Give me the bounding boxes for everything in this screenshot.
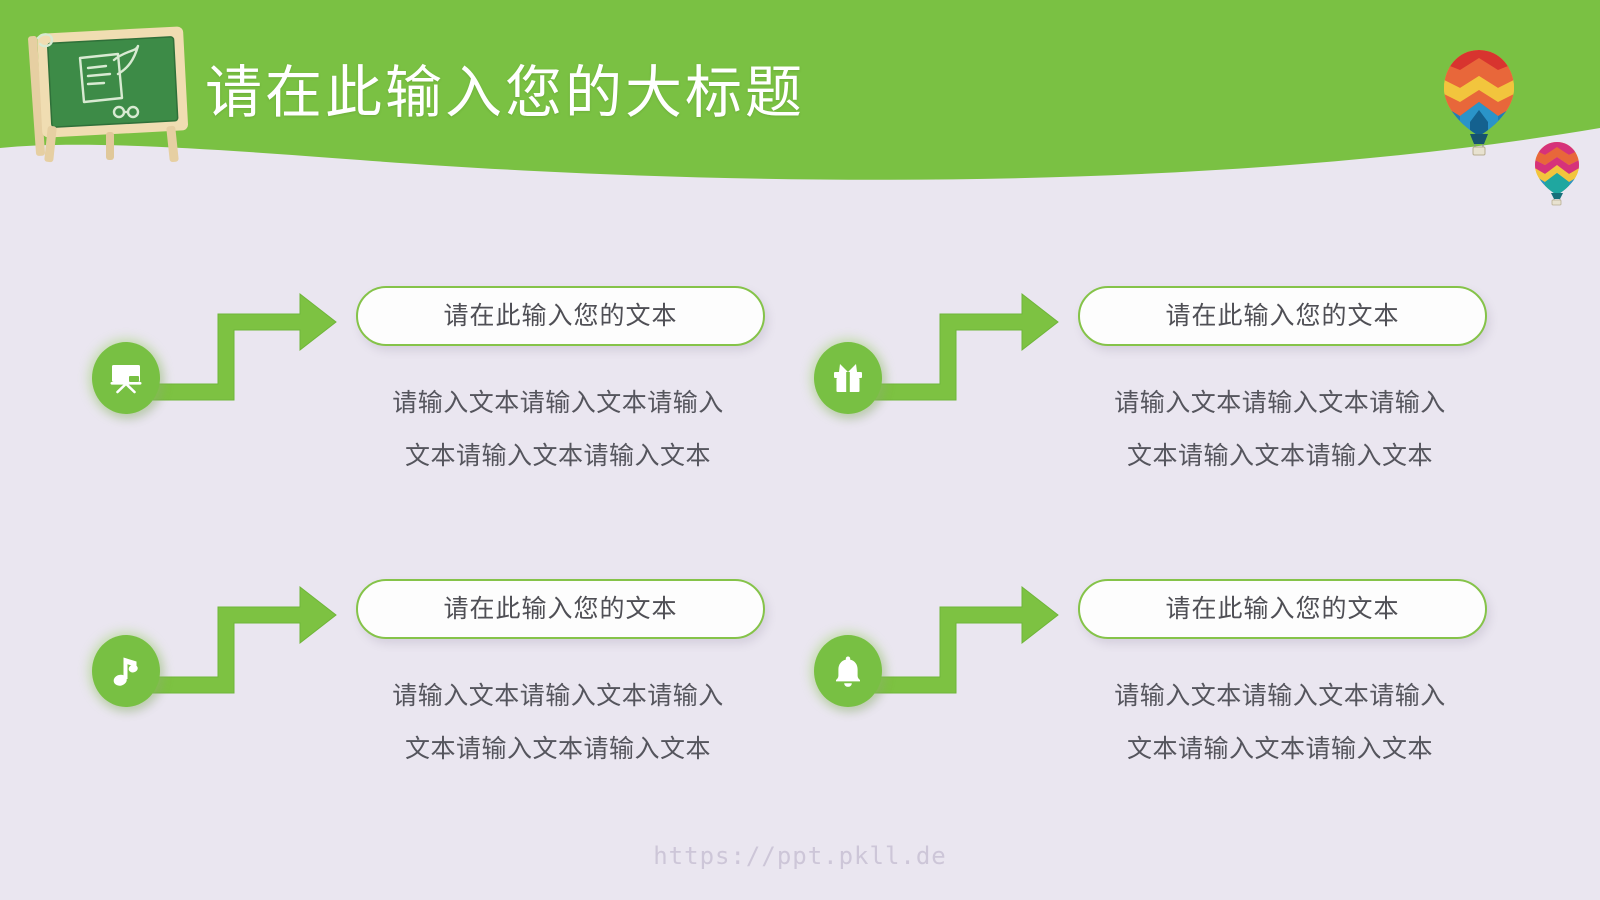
step-arrow-icon	[150, 573, 340, 708]
heading-text: 请在此输入您的文本	[1165, 595, 1400, 623]
body-text: 请输入文本请输入文本请输入 文本请输入文本请输入文本	[343, 377, 773, 483]
gift-box-icon[interactable]	[814, 342, 882, 414]
body-line: 文本请输入文本请输入文本	[404, 442, 711, 470]
heading-pill[interactable]: 请在此输入您的文本	[1078, 579, 1487, 639]
page-title: 请在此输入您的大标题	[205, 61, 805, 125]
step-arrow-icon	[872, 573, 1062, 708]
content-block: 请在此输入您的文本 请输入文本请输入文本请输入 文本请输入文本请输入文本	[810, 272, 1510, 532]
content-block: 请在此输入您的文本 请输入文本请输入文本请输入 文本请输入文本请输入文本	[88, 565, 788, 825]
heading-pill[interactable]: 请在此输入您的文本	[1078, 286, 1487, 346]
body-line: 请输入文本请输入文本请输入	[1114, 682, 1446, 710]
header-band	[0, 0, 1600, 200]
step-arrow-icon	[150, 280, 340, 415]
body-text: 请输入文本请输入文本请输入 文本请输入文本请输入文本	[343, 670, 773, 776]
easel-presentation-icon[interactable]	[92, 342, 160, 414]
music-note-icon[interactable]	[92, 635, 160, 707]
hot-air-balloon-icon	[1533, 140, 1581, 206]
footer-url[interactable]: https://ppt.pkll.de	[653, 842, 947, 870]
content-block: 请在此输入您的文本 请输入文本请输入文本请输入 文本请输入文本请输入文本	[810, 565, 1510, 825]
body-line: 文本请输入文本请输入文本	[1126, 735, 1433, 763]
body-text: 请输入文本请输入文本请输入 文本请输入文本请输入文本	[1065, 670, 1495, 776]
body-line: 请输入文本请输入文本请输入	[392, 682, 724, 710]
bell-icon[interactable]	[814, 635, 882, 707]
content-block: 请在此输入您的文本 请输入文本请输入文本请输入 文本请输入文本请输入文本	[88, 272, 788, 532]
body-line: 文本请输入文本请输入文本	[404, 735, 711, 763]
chalkboard-icon	[18, 16, 208, 168]
heading-pill[interactable]: 请在此输入您的文本	[356, 579, 765, 639]
heading-pill[interactable]: 请在此输入您的文本	[356, 286, 765, 346]
heading-text: 请在此输入您的文本	[443, 302, 678, 330]
hot-air-balloon-icon	[1440, 48, 1518, 156]
body-text: 请输入文本请输入文本请输入 文本请输入文本请输入文本	[1065, 377, 1495, 483]
heading-text: 请在此输入您的文本	[1165, 302, 1400, 330]
body-line: 请输入文本请输入文本请输入	[1114, 389, 1446, 417]
heading-text: 请在此输入您的文本	[443, 595, 678, 623]
body-line: 文本请输入文本请输入文本	[1126, 442, 1433, 470]
body-line: 请输入文本请输入文本请输入	[392, 389, 724, 417]
step-arrow-icon	[872, 280, 1062, 415]
